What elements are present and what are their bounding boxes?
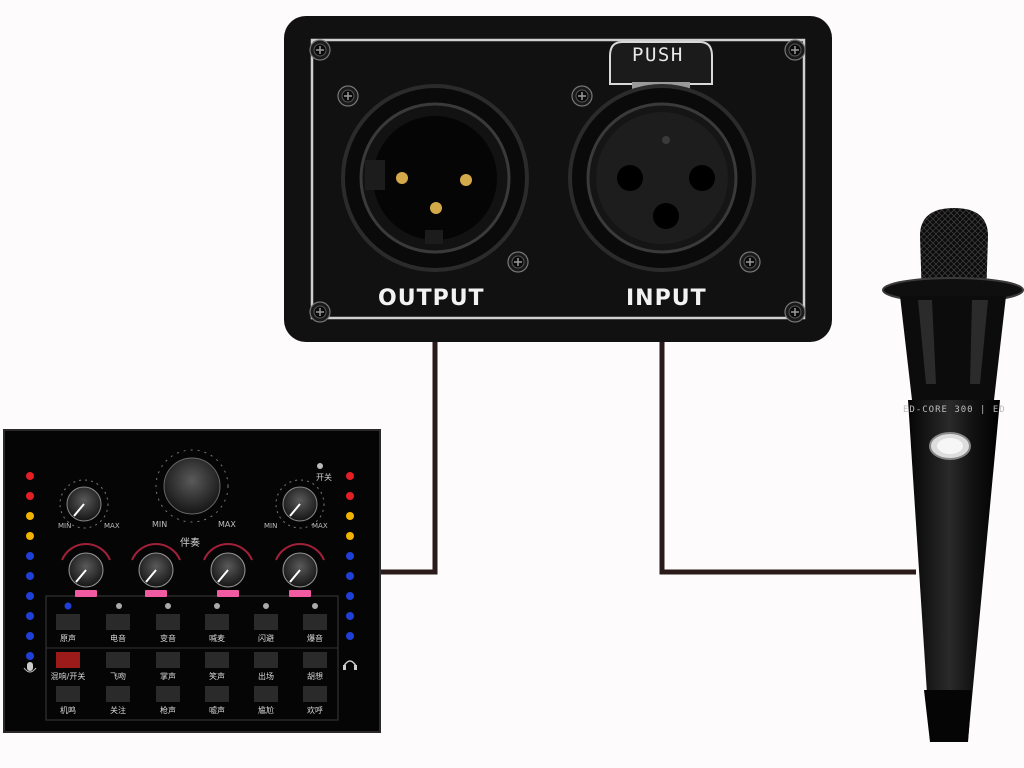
power-led <box>317 463 323 469</box>
led-strip-right <box>346 472 354 640</box>
knob-center-min: MIN <box>152 520 168 529</box>
knob-left[interactable] <box>59 479 109 529</box>
knob-right-min: MIN <box>264 522 278 530</box>
screw-icon <box>784 301 806 323</box>
pink-tag <box>145 590 167 597</box>
pad-label: 闪避 <box>258 634 274 643</box>
push-label: PUSH <box>632 44 684 66</box>
pink-tag <box>75 590 97 597</box>
screw-icon <box>309 301 331 323</box>
pad-label: 掌声 <box>160 672 176 681</box>
mic-brand-text: ED-CORE 300 | ED <box>903 405 1006 415</box>
cable-output <box>376 262 438 575</box>
led-strip-left <box>26 472 34 660</box>
output-label: OUTPUT <box>378 286 485 311</box>
screw-icon <box>784 39 806 61</box>
pad-label: 变音 <box>160 634 176 643</box>
xlr-male-connector[interactable] <box>341 84 529 272</box>
knob-center[interactable] <box>155 449 229 523</box>
pad-label: 原声 <box>60 634 76 643</box>
knob-row-mid[interactable] <box>61 543 325 588</box>
microphone <box>882 208 1024 742</box>
headphone-icon <box>343 660 357 670</box>
pad-label: 笑声 <box>209 672 225 681</box>
pink-tag <box>217 590 239 597</box>
pad-label: 尴尬 <box>258 706 274 715</box>
pad-label: 混响/开关 <box>50 672 86 681</box>
pad-label: 关注 <box>110 706 126 715</box>
screw-icon <box>739 251 761 273</box>
pad-indicators <box>64 602 318 610</box>
knob-right-max: MAX <box>312 522 328 530</box>
screw-icon <box>309 39 331 61</box>
screw-icon <box>571 85 593 107</box>
cable-input <box>659 248 916 575</box>
knob-left-max: MAX <box>104 522 120 530</box>
pad-label: 胡想 <box>307 672 323 681</box>
xlr-female-connector[interactable] <box>568 41 756 272</box>
input-label: INPUT <box>626 286 707 311</box>
accompaniment-label: 伴奏 <box>180 538 200 549</box>
pad-label: 嘘声 <box>209 706 225 715</box>
pad-label: 出场 <box>258 672 274 681</box>
power-label: 开关 <box>316 473 332 482</box>
screw-icon <box>507 251 529 273</box>
microphone-icon <box>23 662 37 673</box>
pink-tag <box>289 590 311 597</box>
pad-label: 飞吻 <box>110 672 126 681</box>
pad-label: 喊麦 <box>209 634 225 643</box>
knob-right[interactable] <box>275 479 325 529</box>
pad-label: 欢呼 <box>307 706 323 715</box>
knob-left-min: MIN <box>58 522 72 530</box>
pad-grid[interactable] <box>56 614 327 702</box>
pad-label: 枪声 <box>160 706 176 715</box>
pad-label: 机鸣 <box>60 706 76 715</box>
screw-icon <box>337 85 359 107</box>
pad-label: 爆音 <box>307 634 323 643</box>
knob-center-max: MAX <box>218 520 236 529</box>
pad-label: 电音 <box>110 634 126 643</box>
